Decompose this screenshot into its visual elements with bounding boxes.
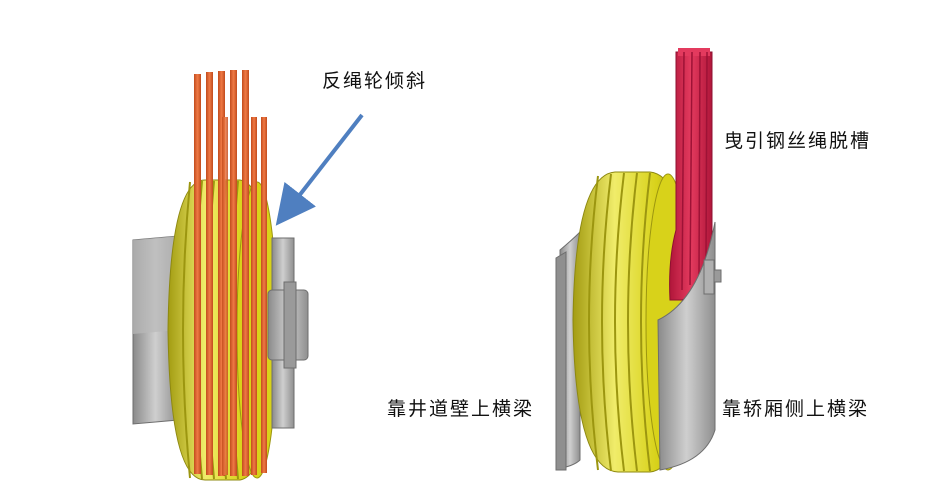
left-sheave-assembly [132, 70, 309, 481]
right-ropes [669, 48, 713, 301]
left-back-bracket-face [133, 236, 178, 334]
label-sheave-tilt: 反绳轮倾斜 [322, 70, 428, 92]
right-car-beam [657, 221, 716, 471]
right-groove-4 [627, 172, 638, 472]
label-shaft-wall-beam: 靠井道壁上横梁 [387, 398, 535, 420]
left-rope-5 [242, 70, 249, 476]
right-rope-line-2 [689, 51, 693, 286]
right-groove-1 [588, 175, 599, 471]
right-rope-line-1 [681, 51, 685, 291]
left-rope-6 [251, 117, 257, 475]
left-groove-1 [182, 181, 191, 479]
left-rope-3 [218, 71, 225, 476]
label-rope-derailed: 曳引钢丝绳脱槽 [724, 130, 872, 152]
right-axle-stub [703, 259, 715, 295]
right-rope-line-3 [698, 51, 701, 276]
right-sheave-assembly [555, 48, 722, 473]
right-groove-5 [640, 172, 651, 472]
left-axle-cap [283, 281, 297, 369]
left-rope-2 [206, 72, 213, 475]
right-groove-2 [601, 173, 612, 472]
left-rope-8 [222, 117, 228, 475]
label-car-side-beam: 靠轿厢侧上横梁 [722, 398, 870, 420]
right-rope-line-4 [705, 51, 708, 263]
left-rope-7 [261, 117, 267, 473]
left-ropes [194, 70, 267, 476]
right-groove-3 [614, 172, 625, 472]
right-shaft-beam-flange [555, 251, 567, 471]
left-rope-4 [230, 70, 237, 476]
left-hub [267, 237, 309, 429]
left-rope-1 [194, 74, 201, 474]
right-rope-top [678, 48, 710, 56]
tilt-arrow [275, 113, 364, 226]
